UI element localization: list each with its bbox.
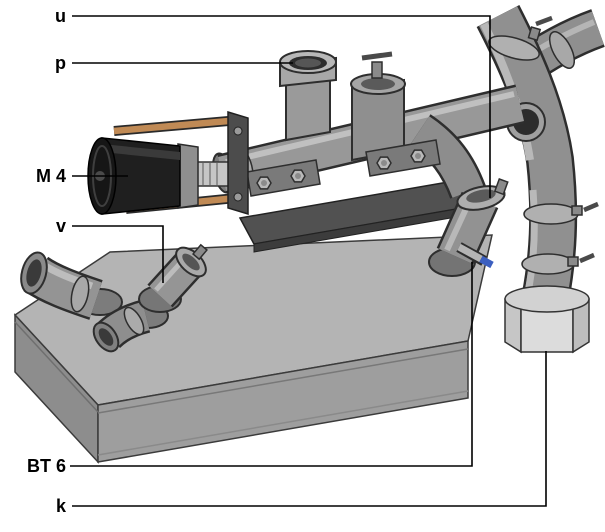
- label-m4: M 4: [36, 166, 66, 186]
- actuator-m4: [87, 110, 249, 216]
- port-p: [279, 50, 337, 142]
- heat-exchanger-block: [13, 234, 493, 464]
- sensor-tip: [479, 255, 494, 269]
- clamp-ring: [70, 275, 90, 313]
- motor-mounting-plate: [227, 110, 249, 216]
- label-v: v: [56, 216, 66, 236]
- clamp-tab: [493, 178, 509, 196]
- pipe-opening-hole: [26, 259, 42, 287]
- sensor-bt6: [456, 242, 494, 269]
- flange-right: [365, 139, 441, 177]
- union-nut-k: [504, 285, 590, 354]
- clamp-tab: [192, 243, 208, 261]
- clamp-tab: [527, 26, 542, 42]
- leader-lines: [70, 15, 547, 507]
- leader-line-bt6: [70, 262, 473, 467]
- clamp-ring: [521, 253, 575, 275]
- label-u: u: [55, 6, 66, 26]
- leader-line-k: [72, 351, 547, 507]
- clamp-screw: [361, 51, 393, 61]
- clamp-ring: [523, 203, 579, 225]
- clamp-screw: [579, 252, 595, 264]
- flange-left: [246, 159, 321, 197]
- right-pipe-assembly: [476, 5, 605, 305]
- motor-front-bracket: [177, 143, 199, 209]
- label-bt6: BT 6: [27, 456, 66, 476]
- fitting-u: [428, 178, 509, 277]
- block-front-face: [97, 340, 469, 463]
- clamp-tab: [567, 256, 579, 267]
- valve-stem-coupling: [195, 161, 231, 187]
- left-port-elbow: [20, 251, 123, 320]
- fitting-v: [138, 243, 208, 313]
- port-thread: [295, 58, 321, 68]
- clamp-ring: [123, 306, 145, 336]
- pipe-opening-hole: [98, 328, 114, 346]
- leader-line-u: [72, 15, 491, 198]
- clamp-ring: [548, 31, 576, 69]
- clamp-ring: [488, 35, 540, 61]
- label-k: k: [56, 496, 67, 516]
- valve-body: [350, 51, 406, 162]
- labels: u p M 4 v BT 6 k: [27, 6, 67, 516]
- clamp-screw: [583, 201, 599, 213]
- lower-left-elbow: [92, 299, 169, 353]
- clamp-tab: [371, 61, 383, 79]
- label-p: p: [55, 53, 66, 73]
- leader-line-v: [72, 225, 164, 283]
- clamp-screw: [535, 15, 553, 27]
- clamp-tab: [571, 205, 583, 216]
- nut-top: [504, 285, 590, 313]
